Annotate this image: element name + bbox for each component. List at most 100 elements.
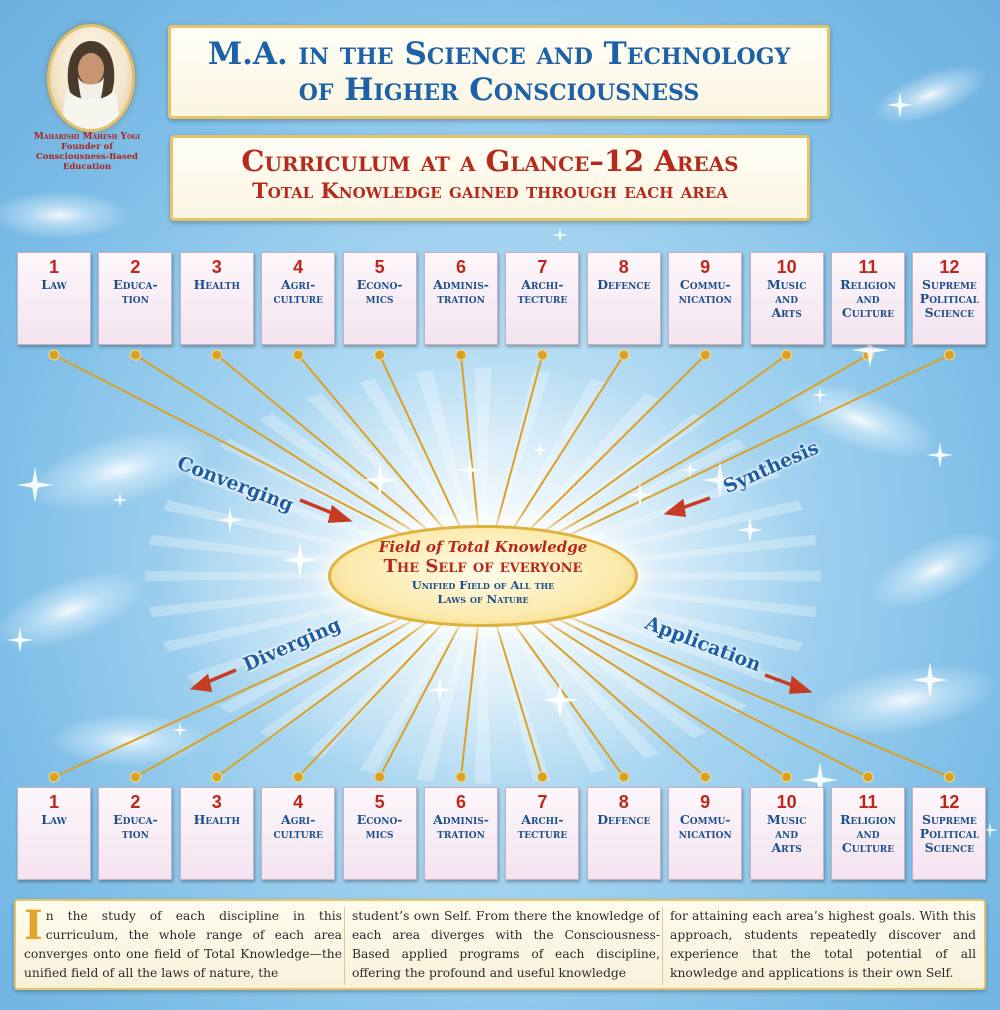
area-label: Health (193, 277, 241, 292)
description-column-3: for attaining each area’s highest goals.… (670, 907, 976, 985)
connector-dot (699, 771, 711, 783)
connector-dot (129, 349, 141, 361)
field-of-total-knowledge: Field of Total Knowledge The Self of eve… (328, 525, 638, 627)
connector-line (537, 615, 788, 778)
area-label: Commu- nication (678, 812, 732, 841)
area-number: 7 (537, 257, 548, 277)
connector-line (216, 354, 436, 537)
connector-dot (618, 771, 630, 783)
area-label: Religion and Culture (840, 277, 896, 320)
area-label: Music and Arts (766, 277, 807, 320)
area-number: 3 (211, 257, 222, 277)
area-label: Defence (597, 277, 651, 292)
connector-line (134, 615, 421, 778)
description-text-2: student’s own Self. From there the knowl… (352, 909, 660, 980)
description-text-1: n the study of each discipline in this c… (24, 909, 342, 980)
area-label: Adminis- tration (433, 277, 489, 306)
connector-line (492, 615, 544, 778)
area-label: Law (41, 812, 67, 827)
connector-dot (292, 771, 304, 783)
sparkle-icon (812, 387, 828, 403)
program-title-panel: M.A. in the Science and Technology of Hi… (168, 25, 830, 119)
connector-dot (292, 349, 304, 361)
column-divider (662, 907, 663, 985)
connector-dot (48, 771, 60, 783)
light-ray (416, 576, 483, 782)
description-column-2: student’s own Self. From there the knowl… (352, 907, 660, 985)
connector-dot (211, 349, 223, 361)
founder-portrait (47, 24, 135, 132)
connector-line (53, 354, 407, 537)
area-label: Religion and Culture (840, 812, 896, 855)
area-number: 11 (858, 257, 878, 277)
program-title-line-2: of Higher Consciousness (298, 72, 700, 108)
portrait-figure-icon (62, 41, 120, 129)
sparkle-icon (802, 762, 838, 798)
area-label: Supreme Political Science (919, 277, 979, 320)
connector-line (522, 354, 706, 537)
light-ray (474, 576, 492, 784)
connector-line (378, 354, 466, 537)
area-label: Archi- tecture (517, 277, 568, 306)
sparkle-icon (7, 627, 33, 653)
sparkle-icon (542, 682, 578, 718)
sparkle-icon (737, 517, 763, 543)
connector-dot (618, 349, 630, 361)
sparkle-icon (217, 507, 243, 533)
sparkle-icon (682, 462, 698, 478)
light-ray (483, 576, 550, 782)
center-title: Field of Total Knowledge (378, 538, 588, 556)
area-number: 2 (130, 792, 141, 812)
area-label: Commu- nication (678, 277, 732, 306)
founder-role-line: Consciousness-Based (36, 152, 138, 162)
area-label: Agri- culture (273, 277, 323, 306)
area-number: 4 (293, 257, 304, 277)
area-number: 9 (700, 257, 711, 277)
sparkle-icon (457, 457, 483, 483)
sparkle-icon (702, 462, 738, 498)
connector-dot (781, 349, 793, 361)
connector-dot (455, 349, 467, 361)
sparkle-icon (552, 227, 568, 243)
area-number: 7 (537, 792, 548, 812)
area-number: 3 (211, 792, 222, 812)
area-label: Agri- culture (273, 812, 323, 841)
area-number: 1 (48, 257, 59, 277)
sparkle-icon (362, 462, 398, 498)
connector-dot (48, 349, 60, 361)
connector-line (297, 354, 451, 537)
area-number: 2 (130, 257, 141, 277)
connector-line (460, 354, 481, 537)
connector-line (53, 615, 407, 778)
area-label: Econo- mics (356, 812, 403, 841)
area-label: Archi- tecture (517, 812, 568, 841)
area-number: 4 (293, 792, 304, 812)
connector-dot (374, 349, 386, 361)
sparkle-icon (172, 722, 188, 738)
connector-dot (536, 349, 548, 361)
founder-role-line: Education (62, 162, 112, 172)
sparkle-icon (427, 677, 453, 703)
area-label: Supreme Political Science (919, 812, 979, 855)
connector-line (507, 354, 625, 537)
area-number: 11 (858, 792, 878, 812)
connector-line (566, 615, 950, 778)
sparkles (7, 92, 998, 838)
sparkle-icon (627, 482, 653, 508)
